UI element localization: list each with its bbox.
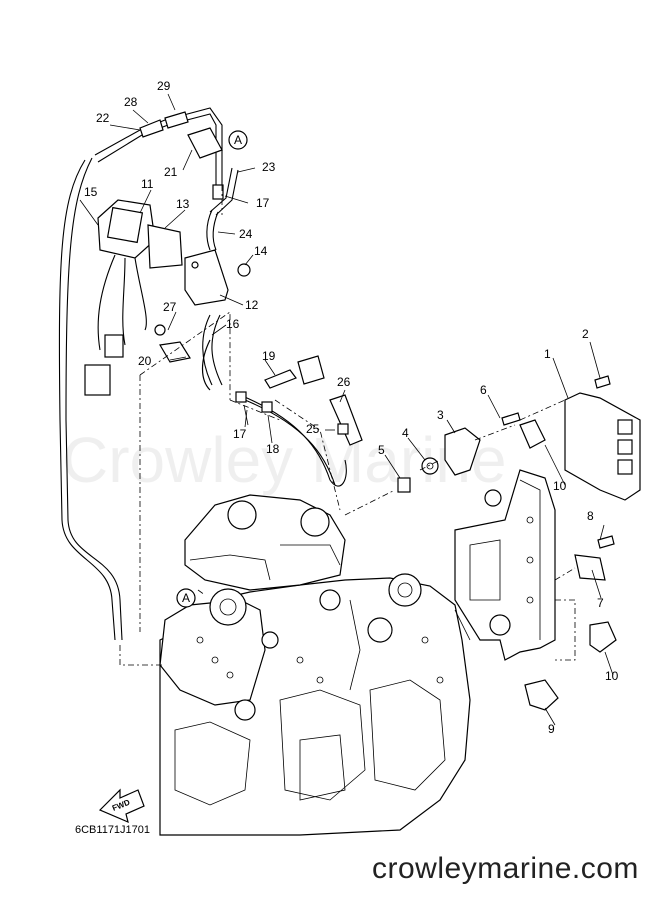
callout-28: 28	[124, 95, 138, 109]
reference-marker-top	[228, 130, 248, 150]
callout-1: 1	[544, 347, 551, 361]
fwd-arrow	[98, 788, 145, 824]
watermark: Crowley Marine	[62, 424, 507, 496]
website-footer[interactable]: crowleymarine.com	[372, 852, 639, 885]
callout-17b: 17	[233, 427, 247, 441]
callout-10b: 10	[605, 669, 619, 683]
ecu-unit	[564, 392, 641, 501]
callout-11: 11	[141, 177, 154, 191]
ecu-bracket	[454, 469, 556, 661]
callout-6: 6	[480, 383, 487, 397]
callout-16: 16	[226, 317, 240, 331]
engine-block	[159, 494, 471, 836]
callout-25: 25	[306, 422, 320, 436]
fuel-hoses	[58, 107, 363, 641]
callout-26: 26	[337, 375, 351, 389]
callout-12: 12	[245, 298, 259, 312]
callout-8: 8	[587, 509, 594, 523]
callout-21: 21	[164, 165, 178, 179]
leader-lines	[79, 93, 614, 726]
reference-marker-bottom	[176, 588, 196, 608]
callout-22: 22	[96, 111, 110, 125]
callout-9: 9	[548, 722, 555, 736]
callout-19: 19	[262, 349, 276, 363]
callout-29: 29	[157, 79, 171, 93]
callout-10a: 10	[553, 479, 567, 493]
reference-lines	[119, 185, 576, 666]
callout-18: 18	[266, 442, 280, 456]
callout-24: 24	[239, 227, 253, 241]
callout-3: 3	[437, 408, 444, 422]
callout-17a: 17	[256, 196, 270, 210]
reference-marker-bottom-label: A	[182, 591, 190, 605]
callout-23: 23	[262, 160, 276, 174]
callout-13: 13	[176, 197, 190, 211]
callout-15: 15	[84, 185, 98, 199]
callout-20: 20	[138, 354, 152, 368]
callout-5: 5	[378, 443, 385, 457]
callout-14: 14	[254, 244, 268, 258]
reference-marker-top-label: A	[234, 133, 242, 147]
sensor-parts	[397, 375, 617, 711]
callout-27: 27	[163, 300, 177, 314]
drawing-code: 6CB1171J1701	[75, 824, 150, 836]
callout-7: 7	[597, 596, 604, 610]
callout-2: 2	[582, 327, 589, 341]
callout-4: 4	[402, 426, 409, 440]
